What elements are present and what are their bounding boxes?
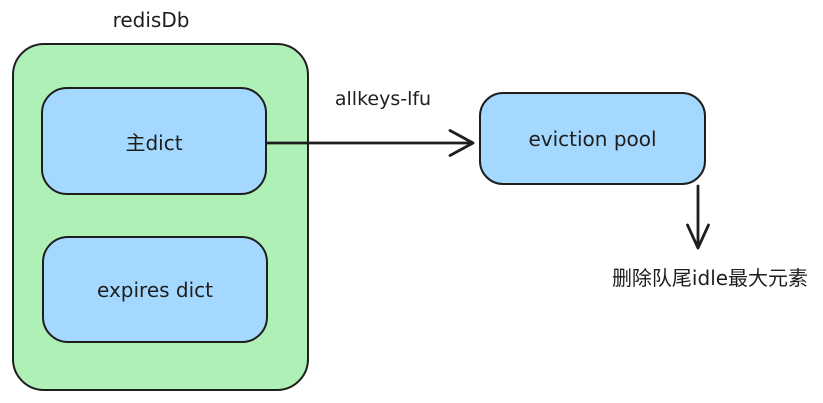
main-dict-node: 主dict (41, 87, 267, 195)
allkeys-lfu-arrow-label: allkeys-lfu (334, 88, 432, 110)
evict-down-arrow (686, 184, 710, 250)
eviction-pool-label: eviction pool (528, 126, 657, 151)
evict-result-annotation: 删除队尾idle最大元素 (611, 266, 809, 290)
main-dict-label: 主dict (125, 130, 183, 155)
expires-dict-node: expires dict (42, 236, 268, 343)
redisdb-title-label: redisDb (112, 8, 190, 32)
eviction-pool-node: eviction pool (479, 92, 706, 185)
expires-dict-label: expires dict (97, 277, 213, 302)
